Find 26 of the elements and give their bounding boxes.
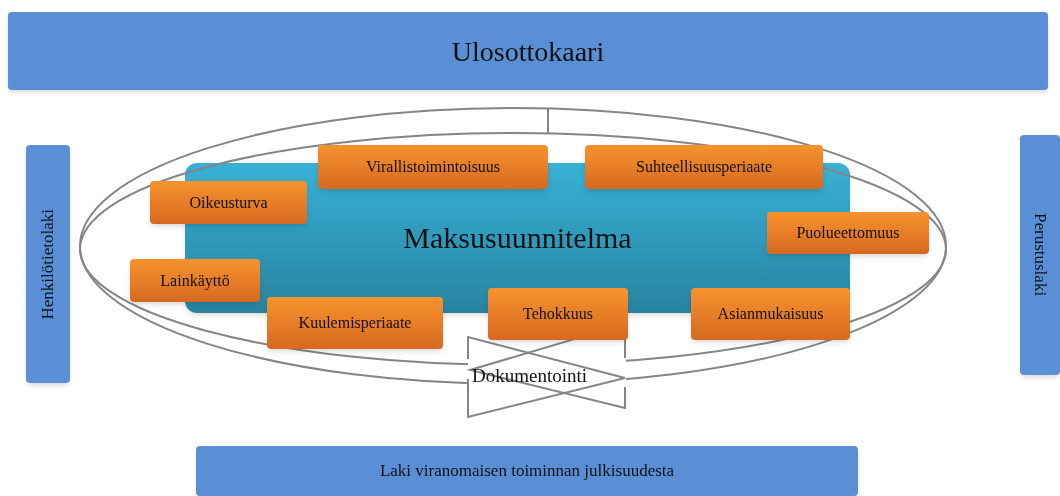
principle-box: [488, 288, 628, 340]
side-bar: [26, 145, 70, 383]
side-label: Henkilötietolaki: [37, 208, 59, 320]
principle-box: [130, 259, 260, 302]
principle-box: [585, 145, 823, 189]
principle-label: Oikeusturva: [189, 192, 268, 213]
principle-label: Virallistoimintoisuus: [365, 157, 501, 177]
principle-box: [691, 288, 850, 340]
cycle-label: Dokumentointi: [472, 365, 588, 386]
title-band: [8, 12, 1048, 90]
principle-label: Kuulemisperiaate: [298, 313, 412, 333]
principle-box: [767, 212, 929, 254]
principle-label: Suhteellisuusperiaate: [636, 157, 772, 177]
footer-band: [196, 446, 858, 496]
principle-box: [318, 145, 548, 189]
principle-label: Lainkäyttö: [160, 270, 230, 291]
center-title: Maksusuunnitelma: [403, 220, 632, 257]
side-label: Perustuslaki: [1029, 213, 1051, 297]
principle-label: Tehokkuus: [523, 304, 593, 324]
principle-box: [150, 181, 307, 224]
principle-label: Puolueettomuus: [796, 223, 900, 243]
principle-label: Asianmukaisuus: [717, 304, 824, 324]
side-bar: [1020, 135, 1060, 375]
principle-box: [267, 297, 443, 349]
band-title: Ulosottokaari: [451, 34, 605, 69]
footer-label: Laki viranomaisen toiminnan julkisuudesta: [379, 460, 675, 482]
